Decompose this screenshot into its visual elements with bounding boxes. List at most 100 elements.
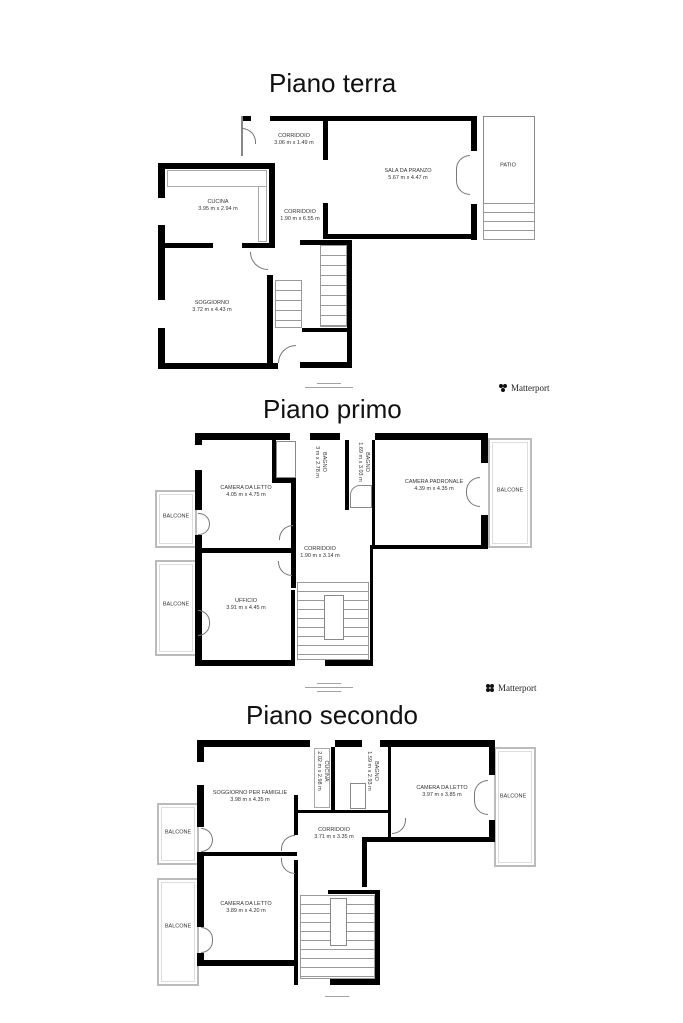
wall [481,433,488,463]
brand-logo: Matterport [485,683,537,693]
wall [272,478,296,483]
wall [331,747,335,810]
matterport-icon [499,384,507,392]
wall [347,240,352,368]
kitchen-counter [314,748,330,808]
wall [372,440,375,545]
staircase [275,280,302,328]
door [392,818,406,834]
wall [471,116,477,151]
wall [302,328,352,332]
wall [197,953,204,965]
wall [197,740,204,762]
wall [362,837,367,887]
door [456,155,470,195]
wall [335,740,362,747]
wall [272,440,276,482]
wall [489,820,495,842]
balcony [157,878,199,986]
wall [197,960,297,966]
door [198,610,210,636]
wall [195,470,202,510]
door [466,477,480,507]
wall [197,852,297,856]
wall [158,163,165,198]
wall [195,433,290,440]
door [242,128,256,144]
wall [195,433,202,445]
wall [195,660,295,666]
wall [323,203,328,239]
door [201,828,213,852]
wall [330,978,380,985]
door [201,927,213,953]
wall [362,837,495,842]
balcony [157,803,199,865]
kitchen-counter [167,170,267,187]
wall [267,275,273,369]
wall [294,795,298,835]
wall [328,890,380,894]
wall [241,116,251,121]
room-label: BALCONE [162,513,190,520]
wall [370,549,373,666]
matterport-icon [486,684,494,692]
area-footnote: ▬▬▬▬▬▬▬▬▬▬▬▬▬▬▬▬▬▬▬▬▬▬▬▬▬▬▬▬▬▬▬▬ [305,681,353,693]
wall [195,548,295,553]
patio-steps [483,203,535,240]
area-footnote: ▬▬▬▬▬▬▬▬▬▬▬▬▬▬▬▬▬▬▬▬▬▬▬▬ [305,381,353,389]
wall [195,535,202,665]
wall [323,116,328,160]
wall [291,590,295,665]
wall [291,478,296,588]
wall [489,740,495,775]
shower [276,441,296,478]
room-label: BALCONE [164,923,192,930]
shower [350,783,366,809]
wall [325,660,373,666]
wall [310,433,340,440]
wall [370,545,488,549]
wall [300,362,352,368]
wall [197,740,310,747]
wall [380,740,494,747]
wall [197,852,204,927]
brand-logo: Matterport [498,383,550,393]
wall [158,363,278,369]
door [281,835,295,851]
room-label: BALCONE [164,829,192,836]
door [250,252,268,270]
wall [388,747,391,842]
kitchen-counter [258,186,267,242]
room-label: BALCONE [162,601,190,608]
door [279,525,293,540]
staircase [320,245,347,327]
stair-well [324,595,344,640]
door [474,780,488,815]
room-label: BALCONE [499,793,527,800]
wall [345,440,349,510]
wall [327,234,477,239]
wall [270,116,327,121]
wall [327,116,475,121]
floor-title: Piano secondo [246,700,419,730]
wall [197,785,204,827]
wall [300,240,352,245]
stair-well [330,898,347,946]
wall [375,893,380,985]
